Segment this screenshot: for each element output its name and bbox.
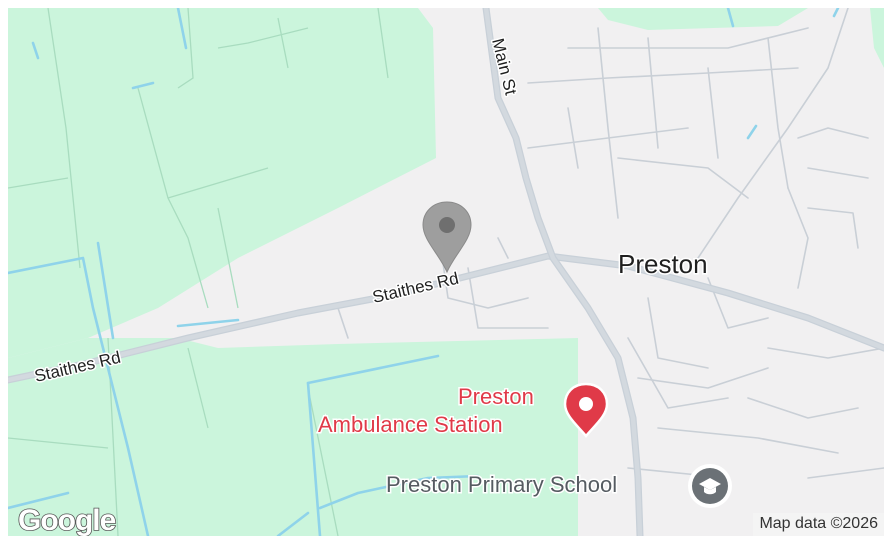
google-logo[interactable]: Google (17, 503, 117, 536)
main-roads (8, 8, 884, 536)
map-view[interactable]: Main St Staithes Rd Staithes Rd Preston … (8, 8, 884, 536)
waterways (8, 8, 840, 536)
poi-label-ambulance-line1[interactable]: Preston (457, 383, 536, 411)
map-attribution[interactable]: Map data ©2026 (753, 513, 884, 536)
poi-label-ambulance-line2[interactable]: Ambulance Station (317, 411, 505, 439)
minor-roads (337, 8, 884, 479)
ambulance-station-marker-icon[interactable] (563, 382, 609, 439)
graduation-cap-icon[interactable] (688, 464, 732, 508)
poi-label-school[interactable]: Preston Primary School (385, 471, 619, 499)
map-canvas[interactable]: Main St Staithes Rd Staithes Rd Preston … (8, 8, 884, 536)
location-pin-icon[interactable] (422, 201, 472, 274)
town-label-preston: Preston (618, 249, 708, 279)
green-areas (8, 8, 884, 536)
